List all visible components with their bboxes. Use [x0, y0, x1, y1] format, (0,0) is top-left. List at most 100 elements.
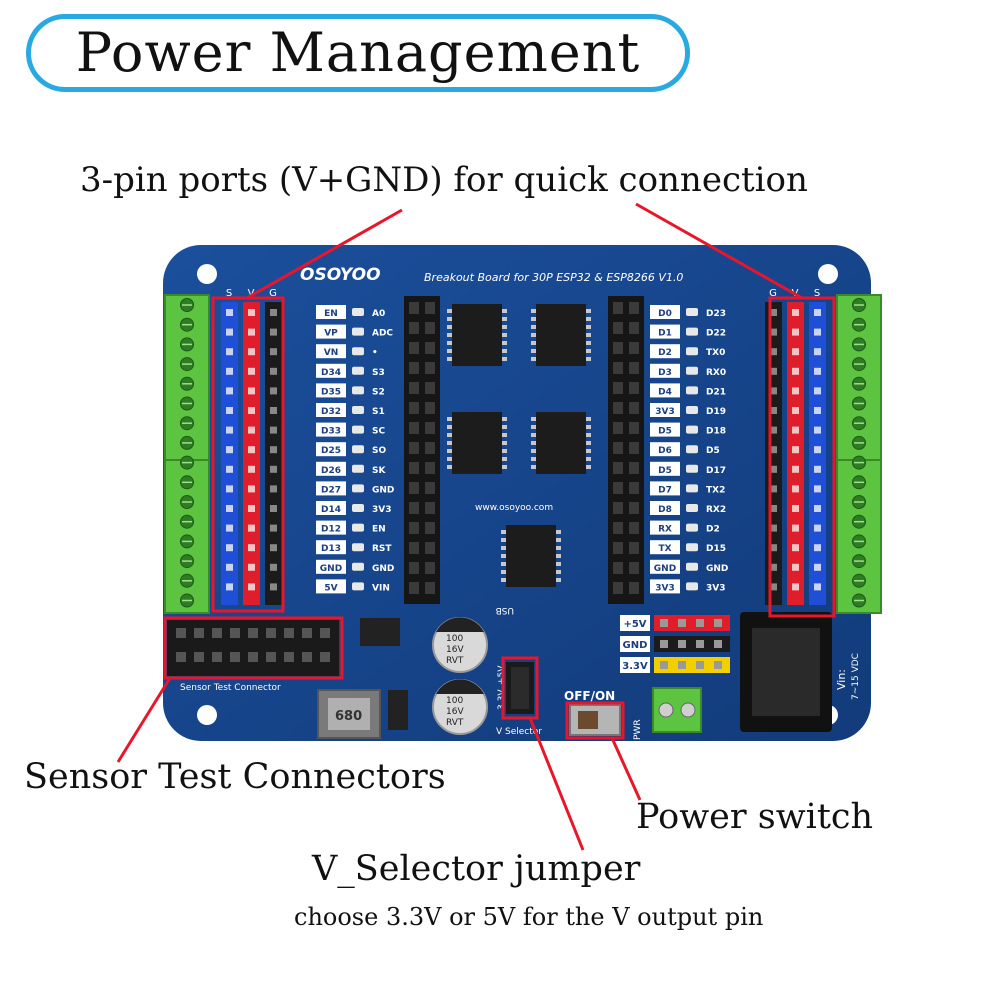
header-socket: [409, 582, 419, 594]
pin: [270, 544, 277, 552]
ic-leg: [502, 309, 507, 313]
pin-label-alt: D21: [706, 387, 726, 397]
pin: [792, 426, 799, 434]
pin: [814, 328, 821, 336]
pin-label-box: [316, 579, 346, 594]
pin-label-gpio: D35: [321, 387, 341, 397]
header-socket: [409, 482, 419, 494]
pin-led: [686, 484, 698, 493]
pin-label-alt: RST: [372, 544, 392, 554]
header-socket: [613, 562, 623, 574]
ic-leg: [447, 425, 452, 429]
pin: [226, 367, 233, 375]
pin: [814, 407, 821, 414]
pin-label-alt: VIN: [372, 583, 390, 593]
pin-led: [686, 366, 698, 375]
sensor-pin: [212, 628, 222, 638]
header-socket: [613, 502, 623, 514]
ic-leg: [556, 530, 561, 534]
rail-pin: [714, 661, 722, 669]
pin-label-alt: D23: [706, 309, 726, 319]
pin: [226, 348, 233, 356]
pin-label-gpio: GND: [320, 564, 342, 574]
sensor-pin: [266, 652, 276, 662]
ic-leg: [531, 433, 536, 437]
pin-label-alt: D2: [706, 525, 720, 535]
pin-label-box: [650, 520, 680, 535]
vin-range: 7~15 VDC: [851, 653, 861, 700]
pin: [248, 426, 255, 434]
ic-leg: [586, 357, 591, 361]
pin-label-gpio: D12: [321, 525, 341, 535]
pin-label-gpio: D8: [658, 505, 672, 515]
pin-label-alt: D19: [706, 407, 726, 417]
ic-leg: [586, 433, 591, 437]
pin-label-gpio: D34: [321, 368, 341, 378]
header-socket: [409, 502, 419, 514]
vin-label: Vin:: [835, 669, 848, 690]
pin: [270, 407, 277, 414]
header-socket: [629, 482, 639, 494]
header-socket: [425, 402, 435, 414]
ic-leg: [502, 449, 507, 453]
pin-label-gpio: D5: [658, 427, 672, 437]
capacitor-2: 100 16V RVT: [432, 679, 488, 735]
pin: [226, 505, 233, 512]
terminal-block-left: [164, 294, 210, 614]
ic-leg: [502, 317, 507, 321]
header-socket: [425, 482, 435, 494]
pin-label-box: [650, 540, 680, 555]
pin-led: [352, 582, 364, 591]
header-letter: V: [792, 288, 799, 299]
pin: [770, 367, 777, 375]
diode: [388, 690, 408, 730]
pin: [792, 563, 799, 571]
pin-label-alt: ADC: [372, 329, 393, 339]
pin-led: [686, 327, 698, 336]
mount-hole: [818, 264, 838, 284]
header-socket: [613, 322, 623, 334]
pin: [792, 328, 799, 336]
header-socket: [613, 522, 623, 534]
ic-leg: [502, 357, 507, 361]
rail-pin: [714, 619, 722, 627]
pin-led: [352, 445, 364, 454]
sensor-pin: [194, 652, 204, 662]
pin-label-alt: D5: [706, 446, 720, 456]
pin: [770, 309, 777, 316]
rail-pin: [660, 640, 668, 648]
pin: [270, 524, 277, 532]
header-socket: [629, 322, 639, 334]
header-socket: [409, 442, 419, 454]
pin-label-box: [650, 324, 680, 339]
pin-label-alt: D15: [706, 544, 726, 554]
sensor-pin: [248, 628, 258, 638]
header-socket: [409, 422, 419, 434]
pin-label-alt: GND: [372, 485, 394, 495]
pin: [792, 309, 799, 316]
pin: [814, 544, 821, 552]
pin-label-alt: S2: [372, 387, 385, 397]
pin: [814, 309, 821, 316]
pin-label-alt: EN: [372, 525, 386, 535]
pin-column: [243, 302, 260, 605]
pin: [248, 328, 255, 336]
pin: [270, 446, 277, 454]
pin-label-box: [316, 559, 346, 574]
ic-leg: [586, 333, 591, 337]
pin-led: [686, 386, 698, 395]
pin-label-box: [316, 344, 346, 359]
pin: [814, 465, 821, 473]
rail-strip: [654, 636, 730, 652]
header-socket: [425, 462, 435, 474]
pin-led: [352, 484, 364, 493]
pin: [226, 446, 233, 454]
rail-pin: [696, 640, 704, 648]
header-socket: [409, 562, 419, 574]
ic-leg: [586, 341, 591, 345]
ic-body: [536, 304, 586, 366]
pin-label-alt: •: [372, 348, 378, 358]
pin-column: [265, 302, 282, 605]
pin: [270, 328, 277, 336]
screw-terminal-small: [652, 687, 702, 733]
